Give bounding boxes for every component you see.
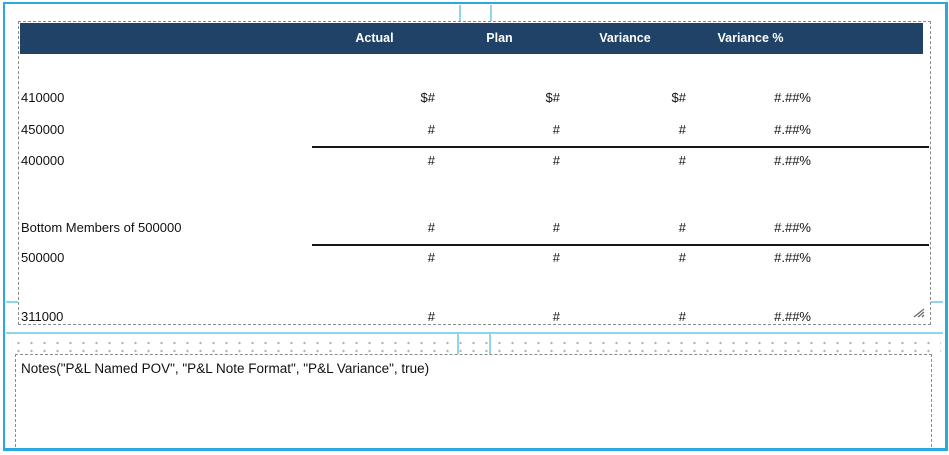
cell-value: # [552,220,560,235]
cell-value: #.##% [774,153,811,168]
row-label: 400000 [21,153,65,168]
cell-value: # [552,153,560,168]
column-header-plan[interactable]: Plan [486,31,513,45]
cell-value: #.##% [774,309,811,324]
layout-guide-vertical-mid-1 [457,334,459,354]
column-header-actual[interactable]: Actual [355,31,394,45]
layout-guide-horizontal-left [6,301,18,303]
cell-value: $# [545,90,560,105]
layout-guide-horizontal-full [6,332,943,334]
cell-value: # [427,122,435,137]
cell-value: # [678,122,686,137]
cell-value: # [427,220,435,235]
layout-guide-horizontal-right [931,301,943,303]
row-label: 311000 [21,309,64,324]
cell-value: # [678,309,686,324]
grid-header-band[interactable]: Actual Plan Variance Variance % [20,23,923,54]
layout-guide-vertical-mid-2 [489,334,491,354]
cell-value: # [427,309,435,324]
row-label: Bottom Members of 500000 [21,220,182,235]
cell-value: #.##% [774,220,811,235]
notes-function-text: Notes("P&L Named POV", "P&L Note Format"… [21,361,430,376]
cell-value: # [678,250,686,265]
cell-value: # [552,122,560,137]
layout-guide-vertical-top-2 [490,5,492,21]
canvas-dot-grid [8,337,941,353]
cell-value: # [678,220,686,235]
cell-value: # [678,153,686,168]
cell-value: #.##% [774,122,811,137]
notes-text-object[interactable] [15,354,932,447]
subtotal-rule [312,146,929,148]
canvas-border [3,2,948,451]
cell-value: # [552,250,560,265]
cell-value: # [427,250,435,265]
cell-value: # [552,309,560,324]
layout-guide-vertical-top-1 [459,5,461,21]
cell-value: #.##% [774,90,811,105]
cell-value: #.##% [774,250,811,265]
cell-value: $# [671,90,686,105]
resize-handle-icon[interactable] [910,304,926,320]
subtotal-rule [312,244,929,246]
column-header-variance-pct[interactable]: Variance % [717,31,784,45]
column-header-variance[interactable]: Variance [599,31,651,45]
row-label: 450000 [21,122,65,137]
cell-value: # [427,153,435,168]
row-label: 500000 [21,250,65,265]
row-label: 410000 [21,90,65,105]
cell-value: $# [420,90,435,105]
